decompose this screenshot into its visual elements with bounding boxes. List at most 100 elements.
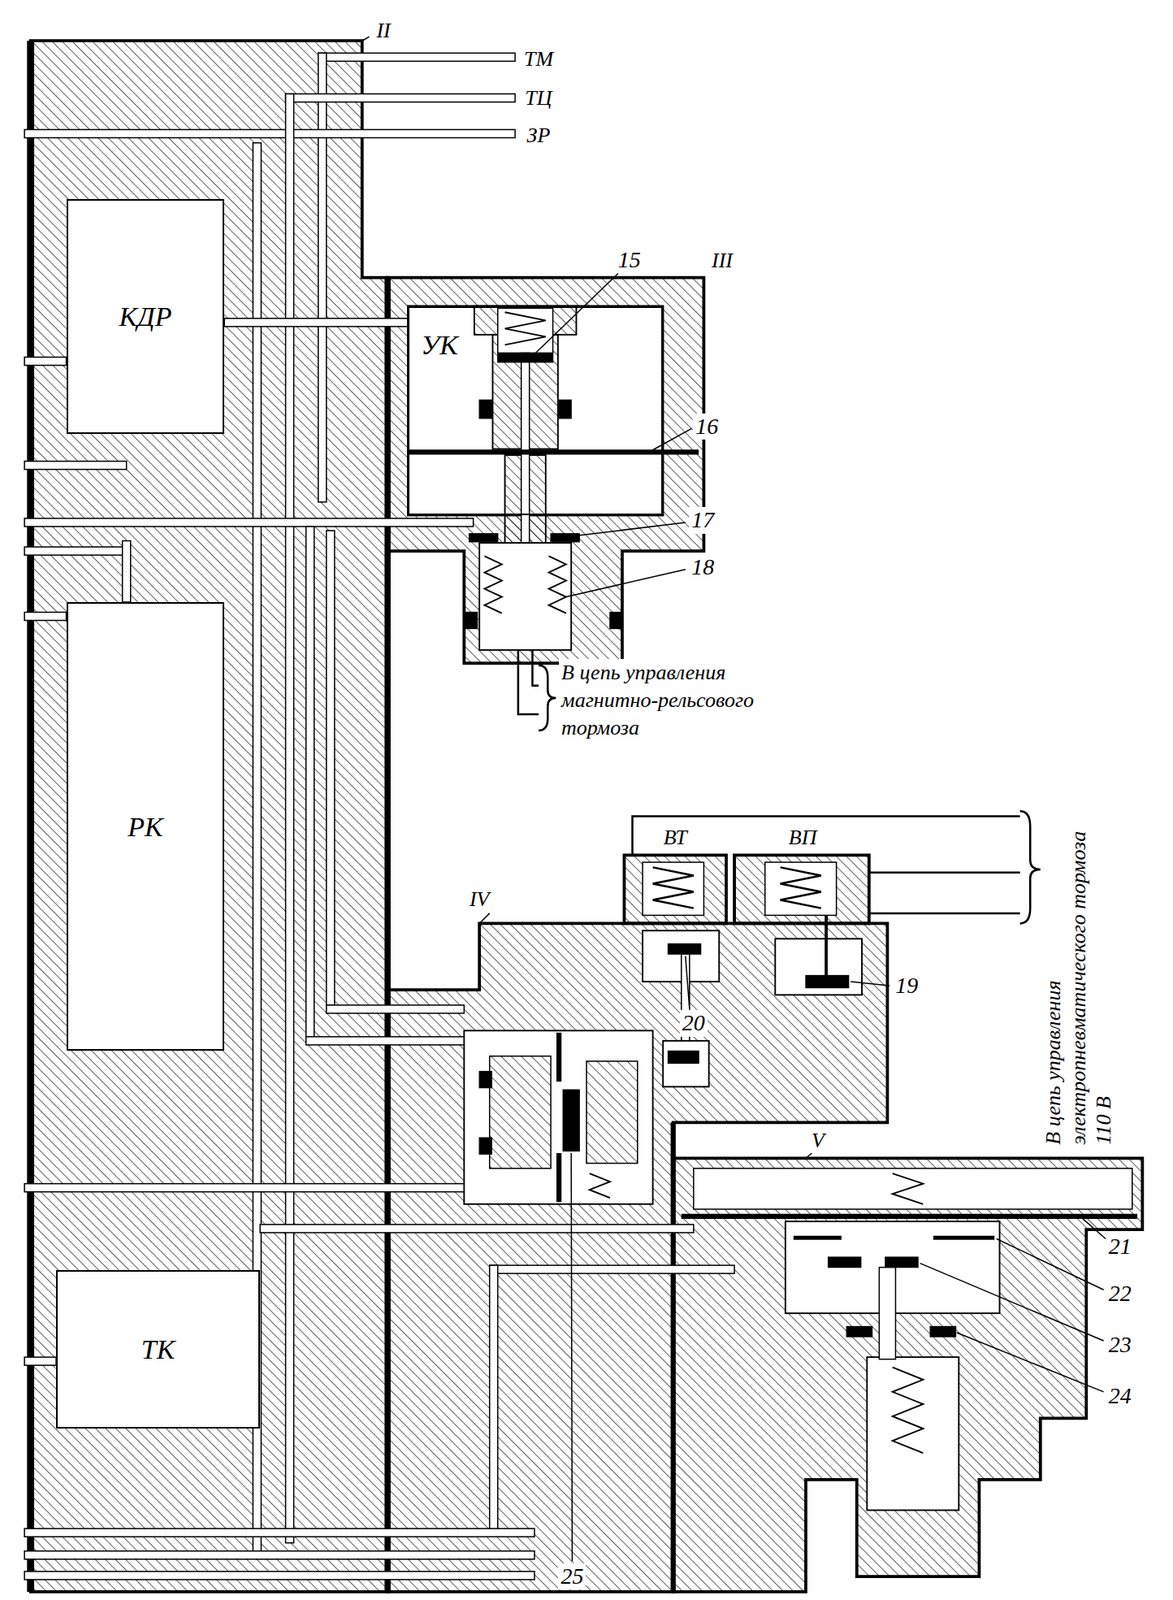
callout-label: 19 <box>892 972 921 999</box>
magnet-valve <box>662 1040 710 1087</box>
housing-joint <box>384 277 391 1592</box>
magnet-valve <box>681 953 690 1051</box>
control-chamber <box>558 399 572 419</box>
control-chamber <box>407 449 699 455</box>
callout-label: IV <box>467 887 493 913</box>
air-channel <box>24 546 127 555</box>
air-channel <box>24 518 473 527</box>
control-chamber <box>550 533 580 542</box>
relay-valve <box>562 1089 580 1151</box>
relay-valve <box>463 1030 653 1204</box>
air-channel <box>285 94 295 1543</box>
air-channel <box>24 1571 535 1580</box>
leader-line <box>685 956 690 1009</box>
leader-line <box>571 1152 572 1561</box>
magnet-valve <box>824 914 828 975</box>
magnet-valve <box>642 861 704 915</box>
callout-label: 17 <box>688 506 717 533</box>
callout-label: 21 <box>1106 1233 1135 1260</box>
air-channel <box>24 461 127 470</box>
electric-wire <box>632 816 1021 856</box>
magnet-valve <box>653 866 694 908</box>
control-chamber <box>497 352 554 362</box>
magnet-valve <box>805 974 849 987</box>
callout-label: ЗР <box>524 123 554 148</box>
electric-wire <box>518 649 1041 924</box>
air-channel <box>318 52 516 61</box>
callout-label: 24 <box>1106 1382 1135 1409</box>
electric-wire <box>532 649 539 686</box>
relay-valve <box>463 1030 653 1204</box>
relay-valve <box>556 1152 562 1202</box>
magnet-valve <box>774 938 862 995</box>
air-channel <box>24 1550 535 1559</box>
chamber-box: УК <box>407 306 663 516</box>
housing <box>30 40 388 1592</box>
brake-valve <box>878 1267 896 1360</box>
housing <box>623 854 727 923</box>
chamber-name: КДР <box>118 300 172 333</box>
housing-joint <box>30 40 674 1592</box>
electric-wire <box>518 649 539 715</box>
callout-label: 15 <box>615 246 644 273</box>
callout-label: ТЦ <box>522 86 555 111</box>
control-chamber <box>469 533 498 542</box>
air-channel <box>489 1264 735 1273</box>
callout-label: ТМ <box>521 47 556 72</box>
callout-label: ВТ <box>661 825 690 850</box>
magnet-valve <box>667 943 701 955</box>
brake-valve <box>933 1235 995 1240</box>
relay-valve <box>556 1032 562 1082</box>
callout-label: 20 <box>679 1009 708 1036</box>
air-channel <box>122 541 131 602</box>
relay-valve <box>589 1173 611 1198</box>
leader-line <box>535 273 619 354</box>
leader-line <box>479 913 490 924</box>
housing <box>387 277 704 664</box>
air-channel <box>24 1356 57 1365</box>
air-channel <box>306 1036 470 1045</box>
housing <box>30 40 1143 1592</box>
air-channel <box>489 1264 498 1530</box>
leader-line <box>850 981 890 986</box>
brake-valve <box>930 1325 956 1337</box>
chamber-name: РК <box>127 810 163 843</box>
brake-valve <box>681 1213 1138 1219</box>
air-channel <box>24 1183 515 1192</box>
air-channel <box>285 94 516 103</box>
callout-label: III <box>709 248 736 273</box>
callout-label: 25 <box>558 1562 586 1589</box>
callout-label: V <box>809 1128 827 1153</box>
callout-label: II <box>373 18 393 44</box>
air-channel <box>306 526 315 1037</box>
magnet-valve <box>765 861 837 915</box>
leader-line <box>575 522 685 536</box>
brake-valve <box>885 1256 918 1268</box>
magnet-valve <box>667 1050 699 1063</box>
air-channel <box>24 52 735 1580</box>
brake-valve <box>866 1356 959 1510</box>
magnet-valve <box>780 866 822 908</box>
callout-label: ВП <box>786 825 820 850</box>
control-chamber <box>479 399 492 419</box>
air-channel <box>318 52 327 503</box>
relay-valve <box>479 1137 492 1154</box>
control-chamber <box>484 555 502 613</box>
electric-wire <box>869 870 1021 874</box>
electric-wire <box>538 665 556 731</box>
leader-line <box>996 1237 1104 1290</box>
brake-valve <box>892 1173 924 1204</box>
callout-label: 23 <box>1106 1331 1135 1358</box>
air-channel <box>326 530 335 1005</box>
leader-line <box>362 36 370 41</box>
leader-line <box>920 1263 1104 1341</box>
chamber-box: ТК <box>56 1269 260 1429</box>
control-chamber <box>497 307 554 353</box>
circuit-note: В цепь управления электропневматического… <box>1041 822 1118 1147</box>
control-chamber <box>407 306 699 650</box>
chamber-name: ТК <box>141 1333 176 1365</box>
leader-line <box>362 36 1106 1561</box>
air-channel <box>24 1527 535 1537</box>
circuit-note: В цепь управления магнитно-рельсового то… <box>558 658 814 741</box>
brake-valve <box>892 1367 924 1453</box>
